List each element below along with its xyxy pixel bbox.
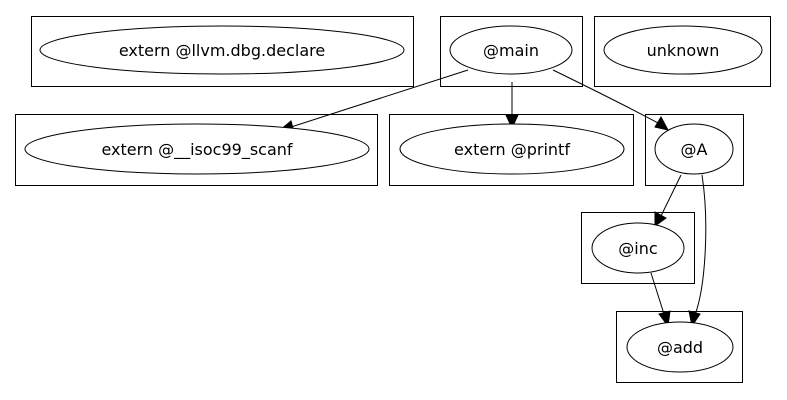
node-main: @main xyxy=(449,25,573,75)
edge-main-to-isoc99-scanf xyxy=(287,69,469,129)
edge-inc-to-add xyxy=(650,272,665,315)
node-llvm-dbg-declare-label: extern @llvm.dbg.declare xyxy=(119,41,325,60)
node-unknown: unknown xyxy=(603,25,763,75)
cluster-isoc99-scanf xyxy=(15,114,378,186)
node-main-label: @main xyxy=(483,41,539,60)
node-add-label: @add xyxy=(657,338,703,357)
edge-A-to-add xyxy=(694,174,707,316)
edge-main-to-A xyxy=(552,69,661,125)
node-llvm-dbg-declare-ellipse xyxy=(39,25,405,75)
node-printf: extern @printf xyxy=(399,123,625,175)
edge-A-to-inc xyxy=(660,174,682,217)
node-isoc99-scanf-label: extern @__isoc99_scanf xyxy=(101,140,292,160)
node-add: @add xyxy=(626,321,734,373)
cluster-llvm-dbg-declare xyxy=(31,16,414,87)
node-llvm-dbg-declare: extern @llvm.dbg.declare xyxy=(39,25,405,75)
node-isoc99-scanf: extern @__isoc99_scanf xyxy=(24,123,370,175)
cluster-inc xyxy=(581,212,695,284)
node-inc-label: @inc xyxy=(618,239,657,258)
node-isoc99-scanf-ellipse xyxy=(24,123,370,175)
node-unknown-ellipse xyxy=(603,25,763,75)
node-A-label: @A xyxy=(681,140,708,159)
node-A-ellipse xyxy=(654,123,734,175)
node-A: @A xyxy=(654,123,734,175)
node-printf-ellipse xyxy=(399,123,625,175)
node-main-ellipse xyxy=(449,25,573,75)
node-add-ellipse xyxy=(626,321,734,373)
arrowhead-inc xyxy=(654,211,667,227)
cluster-add xyxy=(616,311,743,383)
node-printf-label: extern @printf xyxy=(454,140,570,159)
node-unknown-label: unknown xyxy=(647,41,720,60)
node-inc-ellipse xyxy=(591,222,685,274)
cluster-unknown xyxy=(594,16,771,87)
cluster-A xyxy=(645,114,744,186)
arrowhead-printf xyxy=(505,114,519,130)
node-inc: @inc xyxy=(591,222,685,274)
arrowhead-A xyxy=(654,115,669,131)
